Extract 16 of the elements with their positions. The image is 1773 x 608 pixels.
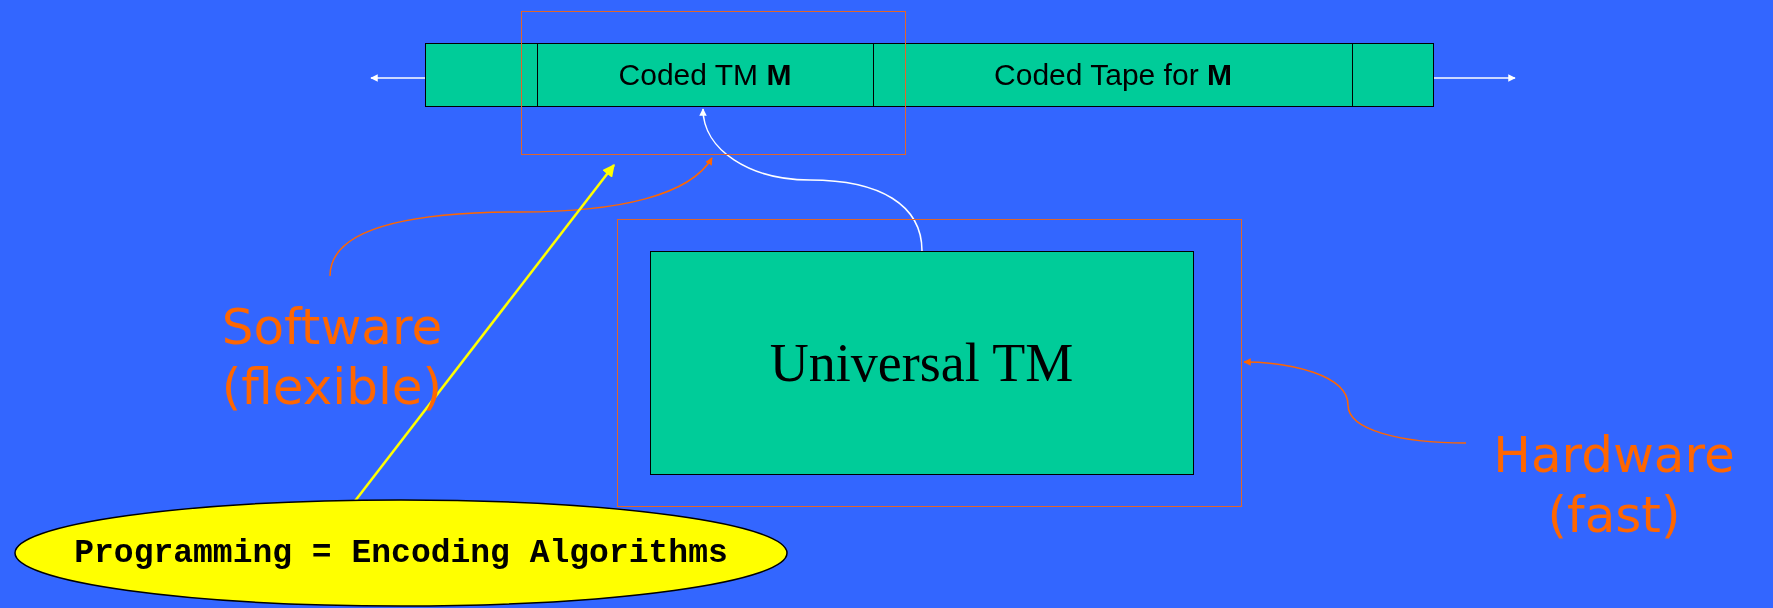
arrow — [1433, 74, 1516, 82]
machine-box: Universal TM — [649, 250, 1194, 475]
annotation-text: Software (flexible) — [220, 297, 444, 417]
tape-cell: Coded Tape for M — [874, 43, 1353, 107]
arrow — [1243, 358, 1467, 444]
tape-cell — [1353, 43, 1434, 107]
annotation-text: Hardware (fast) — [1492, 425, 1736, 545]
tape-cell — [425, 43, 538, 107]
arrow — [699, 108, 923, 252]
arrow — [370, 74, 426, 82]
frame-box — [521, 11, 906, 155]
arrow — [354, 164, 615, 502]
frame-box — [617, 219, 1242, 507]
tape-cell: Coded TM M — [537, 42, 874, 107]
ellipse-callout: Programming = Encoding Algorithms — [14, 499, 788, 607]
arrow — [329, 157, 713, 277]
